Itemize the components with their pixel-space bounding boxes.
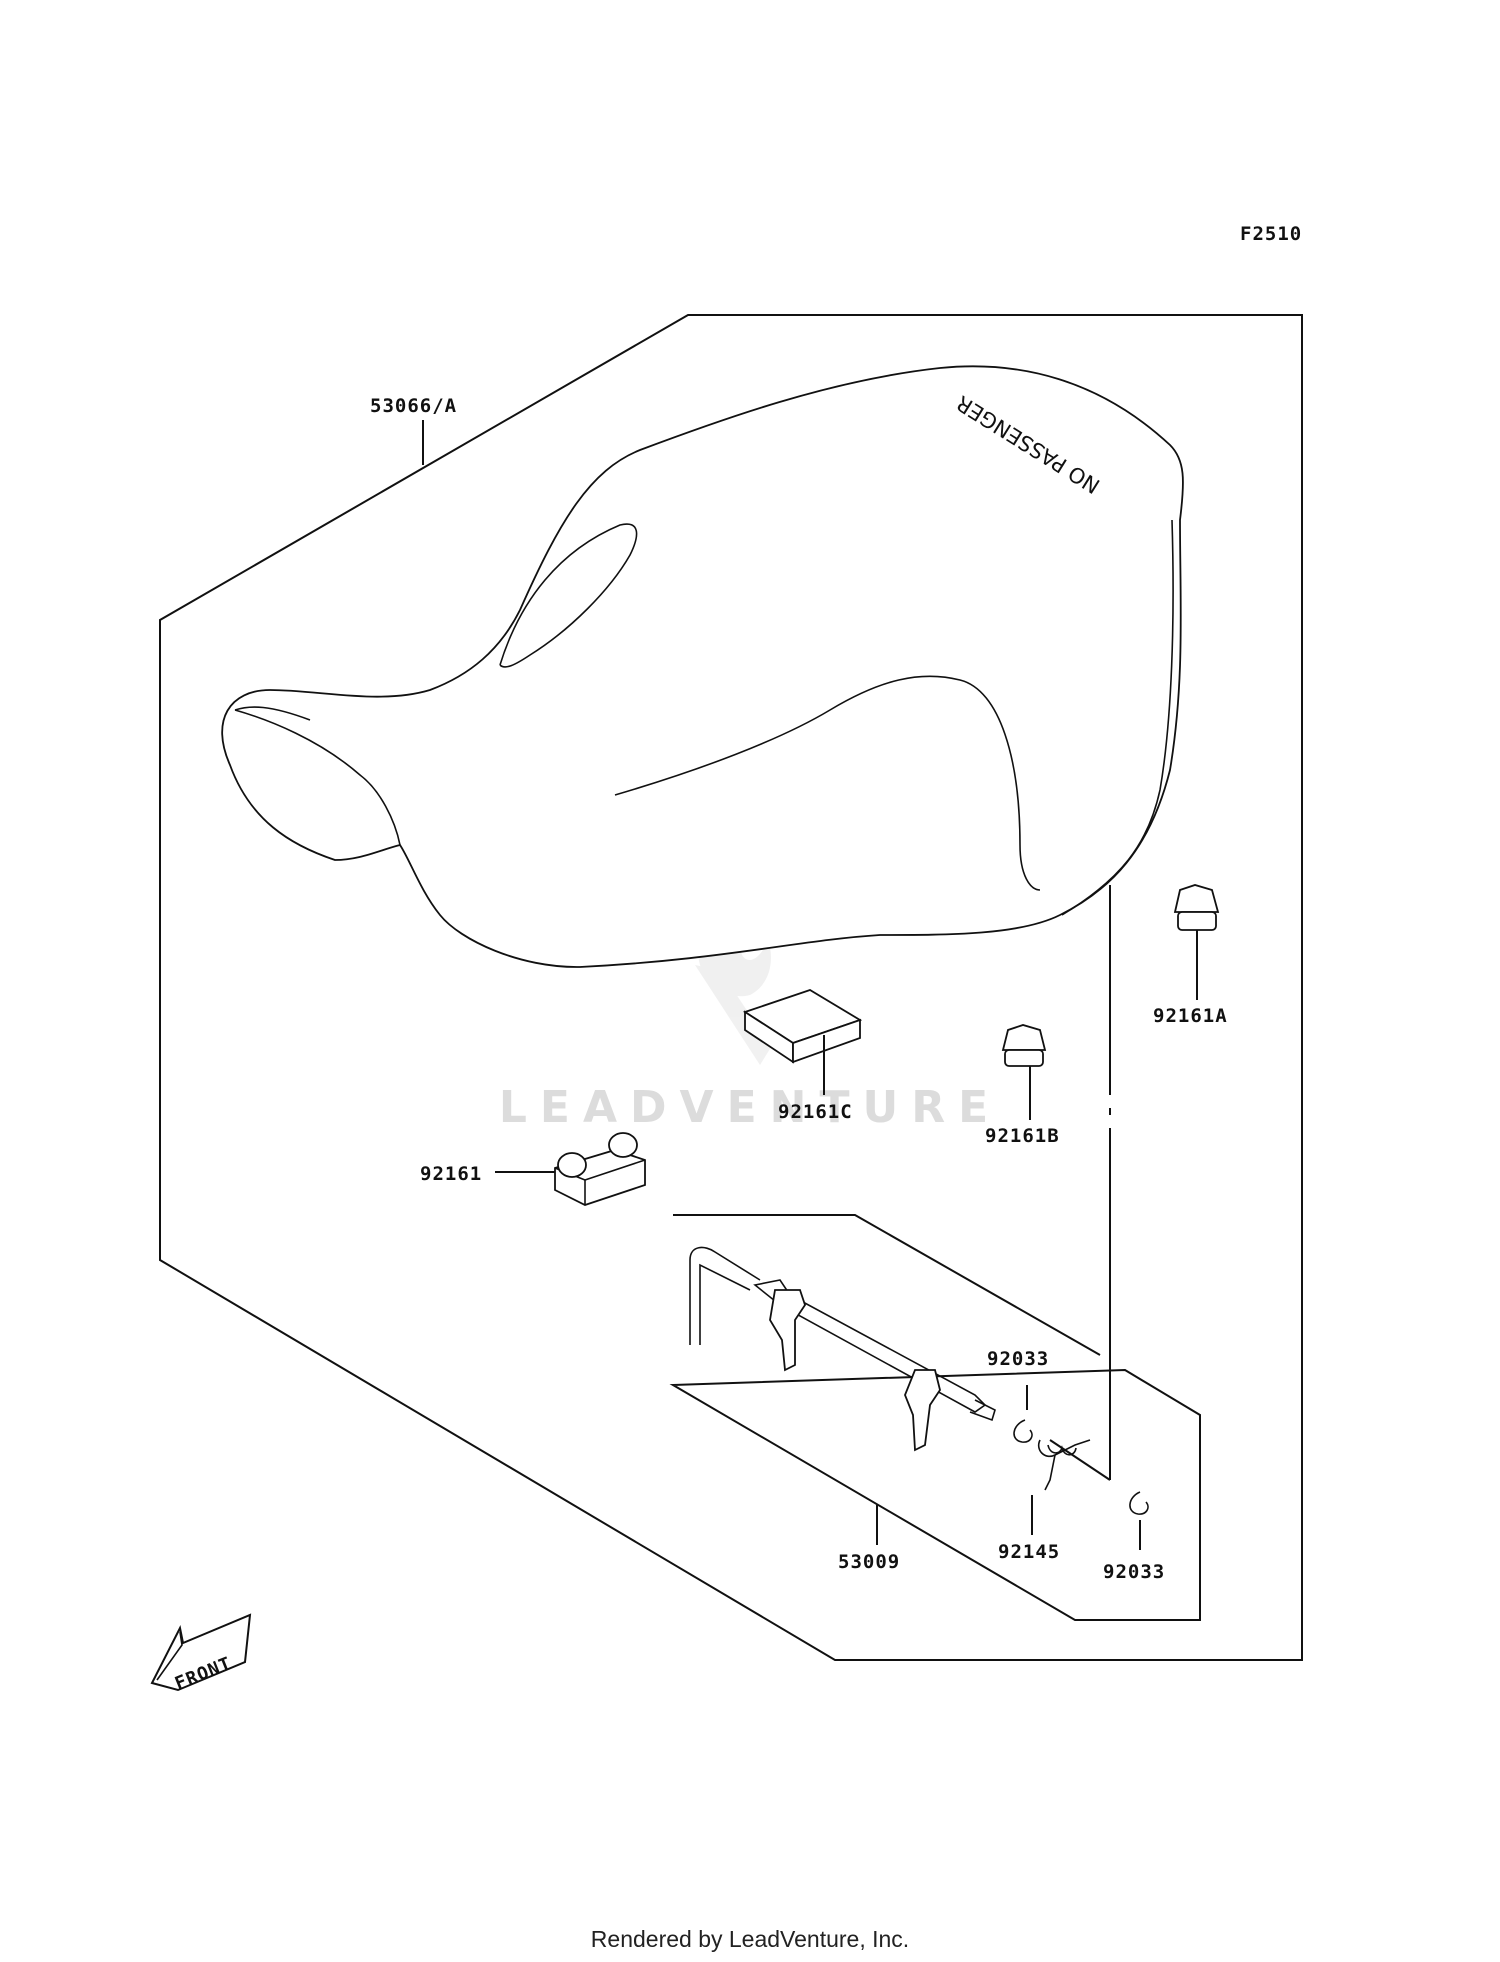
label-92033-upper: 92033 — [987, 1348, 1049, 1370]
seat-drawing: NO PASSENGER — [221, 365, 1184, 968]
front-arrow-text: FRONT — [172, 1653, 235, 1695]
lock-assembly-boundary — [669, 1214, 1201, 1621]
label-92161b: 92161B — [985, 1125, 1060, 1147]
damper-92161b-part — [1001, 1024, 1047, 1067]
front-arrow-icon: FRONT — [150, 1613, 252, 1695]
label-92161a: 92161A — [1153, 1005, 1228, 1027]
damper-92161a-part — [1173, 884, 1220, 931]
label-92145: 92145 — [998, 1541, 1060, 1563]
clip-92033-upper-part — [1013, 1419, 1033, 1443]
figure-code: F2510 — [1240, 223, 1302, 245]
damper-set-92161-part — [554, 1132, 646, 1206]
clip-92033-lower-part — [1129, 1491, 1149, 1515]
label-92033-lower: 92033 — [1103, 1561, 1165, 1583]
label-92161c: 92161C — [778, 1101, 853, 1123]
pad-92161c-part — [742, 989, 863, 1064]
label-53066-a: 53066/A — [370, 395, 457, 417]
watermark-text: LEADVENTURE — [499, 1082, 1001, 1133]
footer-credit: Rendered by LeadVenture, Inc. — [590, 1926, 910, 1952]
lock-assembly-part — [689, 1246, 996, 1452]
label-92161: 92161 — [420, 1163, 482, 1185]
reference-line-link — [1049, 1439, 1111, 1481]
spring-92145-part — [1037, 1439, 1091, 1491]
label-53009: 53009 — [838, 1551, 900, 1573]
kit-boundary — [159, 314, 1303, 1661]
